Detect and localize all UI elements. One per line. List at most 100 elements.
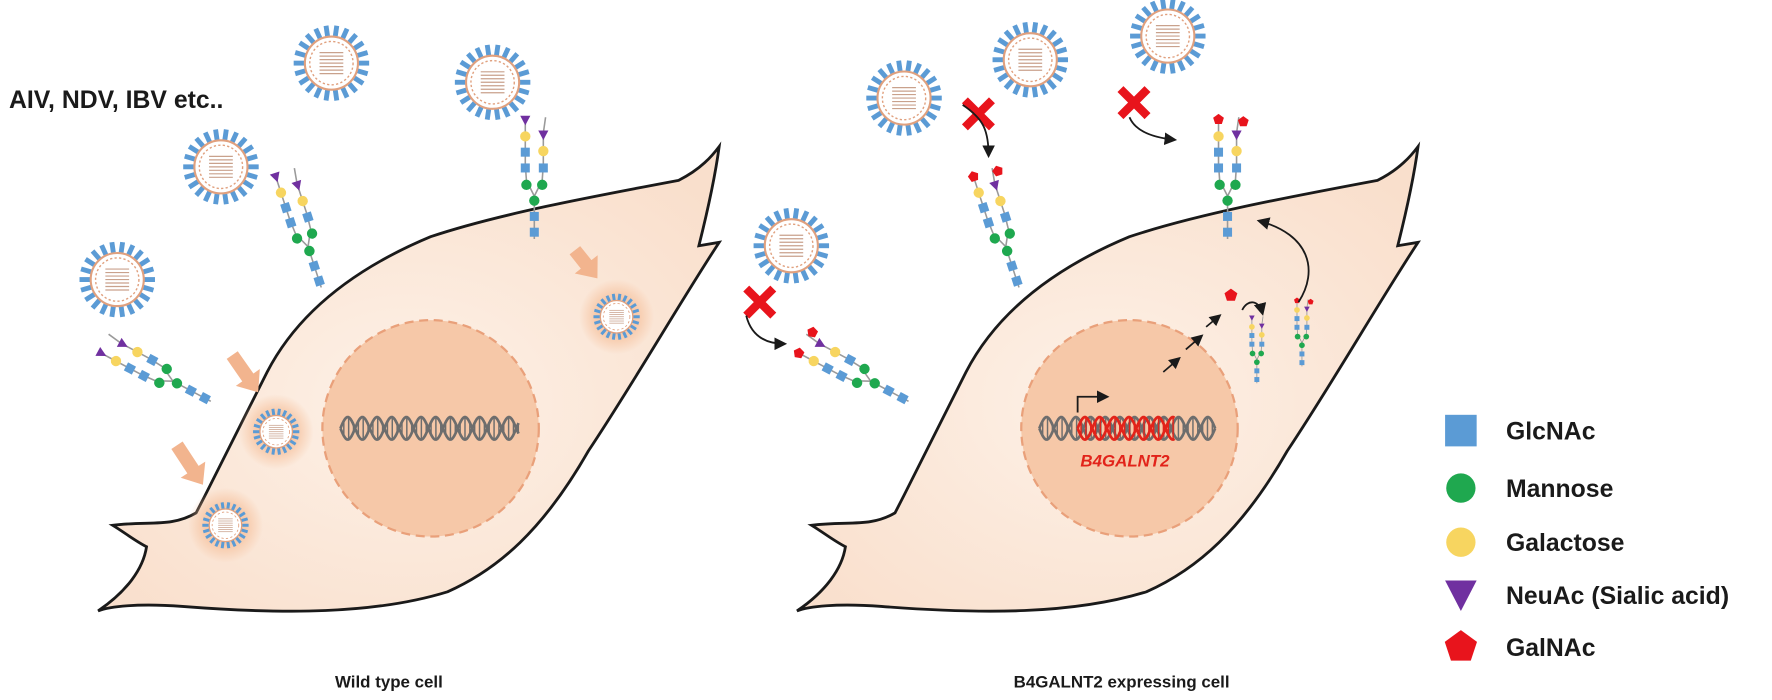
- legend-item: Galactose: [1446, 527, 1624, 557]
- spike-protein: [184, 153, 196, 162]
- spike-protein: [231, 503, 237, 511]
- expression-arrow: [1162, 356, 1181, 373]
- glycans-layer: [95, 113, 1314, 405]
- glcnac-icon: [1214, 163, 1224, 173]
- legend-item: NeuAc (Sialic acid): [1445, 580, 1729, 611]
- spike-protein: [231, 539, 237, 547]
- galnac-icon: [1444, 630, 1477, 661]
- glcnac-icon: [123, 362, 137, 375]
- spike-protein: [194, 185, 205, 197]
- spike-protein: [1031, 22, 1039, 34]
- spike-protein: [222, 129, 229, 141]
- spike-protein: [494, 44, 501, 56]
- galnac-enzyme-product-icon: [1224, 288, 1238, 301]
- spike-protein: [285, 443, 293, 451]
- glcnac-icon: [1214, 147, 1224, 157]
- spike-protein: [1046, 29, 1057, 41]
- spike-protein: [235, 536, 242, 544]
- galnac-icon: [1237, 116, 1249, 127]
- gene-label: B4GALNT2: [1080, 452, 1170, 471]
- glcnac-icon: [843, 353, 857, 367]
- spike-protein: [220, 502, 225, 509]
- sialic-acid-icon: [1231, 130, 1242, 141]
- spike-protein: [213, 193, 220, 205]
- sialic-acid-icon: [116, 337, 128, 347]
- spike-protein: [142, 284, 155, 293]
- spike-protein: [593, 308, 601, 314]
- glycan-chain: [269, 168, 325, 288]
- spike-protein: [242, 144, 255, 155]
- legend-label: Galactose: [1506, 530, 1624, 557]
- spike-protein: [920, 67, 931, 80]
- spike-protein: [255, 439, 263, 446]
- mannose-icon: [161, 363, 172, 375]
- legend-item: GalNAc: [1444, 630, 1596, 662]
- spike-protein: [226, 502, 231, 509]
- spike-protein: [236, 136, 248, 148]
- spike-protein: [253, 434, 261, 440]
- galnac-icon: [793, 347, 805, 359]
- spike-protein: [993, 46, 1005, 55]
- spike-protein: [313, 27, 323, 40]
- spike-protein: [291, 434, 299, 440]
- spike-protein: [332, 89, 340, 101]
- mannose-icon: [1303, 333, 1310, 340]
- spike-protein: [80, 284, 92, 293]
- spike-protein: [993, 65, 1005, 73]
- galnac-icon: [992, 165, 1003, 177]
- spike-protein: [474, 46, 484, 59]
- spike-protein: [622, 331, 628, 339]
- spike-protein: [347, 82, 358, 94]
- spike-protein: [459, 59, 471, 70]
- spike-protein: [353, 40, 365, 51]
- spike-protein: [1189, 48, 1201, 59]
- spike-protein: [84, 257, 96, 267]
- spike-protein: [1051, 37, 1064, 48]
- spike-protein: [1160, 62, 1167, 74]
- virus-particle: [992, 22, 1069, 98]
- spike-protein: [905, 60, 912, 72]
- spike-protein: [241, 528, 249, 534]
- entry-arrows-layer: [171, 246, 598, 485]
- spike-protein: [514, 94, 526, 105]
- spike-protein: [1046, 78, 1057, 90]
- spike-protein: [1189, 13, 1201, 24]
- galactose-icon: [520, 131, 531, 142]
- glcnac-icon: [977, 201, 990, 214]
- galactose-icon: [1231, 145, 1242, 157]
- glcnac-icon: [1011, 275, 1023, 287]
- spike-protein: [1160, 0, 1167, 10]
- spike-protein: [920, 117, 931, 129]
- spike-protein: [1130, 23, 1143, 31]
- spike-protein: [508, 101, 520, 113]
- spike-protein: [605, 295, 612, 303]
- spike-protein: [99, 244, 109, 256]
- legend-item: GlcNAc: [1445, 414, 1596, 447]
- entry-arrow-shape: [569, 246, 598, 279]
- glycan-chain: [1294, 297, 1314, 367]
- mannose-icon: [1230, 179, 1241, 191]
- sialic-acid-icon: [989, 179, 999, 191]
- spike-protein: [304, 82, 316, 94]
- spike-protein: [209, 506, 216, 514]
- glcnac-icon: [1259, 341, 1265, 347]
- spike-protein: [925, 110, 938, 121]
- galactose-icon: [1304, 315, 1310, 321]
- spike-protein: [214, 539, 220, 547]
- virus-particle: [1130, 0, 1206, 74]
- spike-protein: [632, 308, 640, 314]
- sialic-acid-icon: [291, 179, 302, 191]
- spike-protein: [238, 533, 246, 540]
- spike-protein: [1193, 23, 1205, 31]
- spike-protein: [353, 75, 365, 86]
- spike-protein: [807, 264, 818, 276]
- spike-protein: [84, 292, 96, 303]
- mannose-icon: [1222, 195, 1233, 206]
- spike-protein: [997, 72, 1009, 83]
- spike-protein: [816, 251, 829, 259]
- galactose-icon: [297, 195, 308, 207]
- mannose-icon: [154, 377, 165, 389]
- glcnac-icon: [821, 362, 834, 375]
- expression-arrow: [1205, 314, 1222, 328]
